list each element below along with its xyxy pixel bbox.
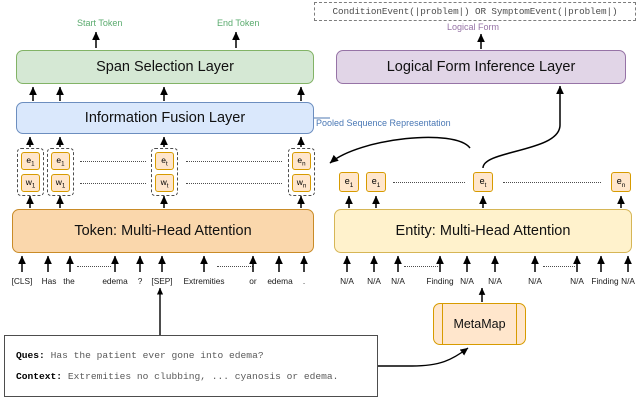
input-token: the	[63, 276, 75, 286]
logical-form-inference-layer[interactable]: Logical Form Inference Layer	[336, 50, 626, 84]
input-token: .	[302, 276, 306, 286]
ellipsis-dots	[217, 266, 253, 267]
token-embedding-e-text: et	[161, 154, 168, 168]
entity-token: N/A	[391, 276, 405, 286]
metamap-box[interactable]: MetaMap	[433, 303, 526, 345]
question-context-box: Ques: Has the patient ever gone into ede…	[4, 335, 378, 397]
metamap-label: MetaMap	[453, 317, 506, 331]
context-value: Extremities no clubbing, ... cyanosis or…	[67, 371, 339, 382]
input-token: edema	[102, 276, 128, 286]
token-multi-head-attention-layer[interactable]: Token: Multi-Head Attention	[12, 209, 314, 253]
question-key: Ques:	[16, 350, 45, 361]
token-embedding-e-text: en	[297, 154, 306, 168]
token-embedding-e: e1	[51, 152, 70, 170]
input-token: Extremities	[183, 276, 225, 286]
logical-form-expression-text: ConditionEvent(|problem|) OR SymptomEven…	[332, 6, 618, 17]
ellipsis-dots	[186, 161, 282, 162]
caption-pooled-sequence-representation: Pooled Sequence Representation	[316, 118, 451, 128]
entity-token: N/A	[570, 276, 584, 286]
entity-token: N/A	[528, 276, 542, 286]
ellipsis-dots	[393, 182, 465, 183]
entity-token: N/A	[488, 276, 502, 286]
ellipsis-dots	[80, 183, 146, 184]
entity-embedding: en	[611, 172, 631, 192]
logical-form-expression-box: ConditionEvent(|problem|) OR SymptomEven…	[314, 2, 636, 21]
ellipsis-dots	[404, 266, 438, 267]
caption-logical-form: Logical Form	[447, 22, 500, 32]
token-embedding-group	[17, 148, 44, 196]
token-embedding-group	[151, 148, 178, 196]
token-attention-label: Token: Multi-Head Attention	[74, 223, 252, 239]
span-selection-layer-label: Span Selection Layer	[96, 59, 234, 75]
token-embedding-group	[288, 148, 315, 196]
token-embedding-w-text: wt	[160, 176, 169, 190]
entity-embedding-text: e1	[371, 175, 381, 189]
caption-start-token: Start Token	[77, 18, 123, 28]
entity-token: N/A	[367, 276, 381, 286]
entity-token: Finding	[591, 276, 619, 286]
token-embedding-w: wt	[155, 174, 174, 192]
token-embedding-e: e1	[21, 152, 40, 170]
span-selection-layer[interactable]: Span Selection Layer	[16, 50, 314, 84]
token-embedding-group	[47, 148, 74, 196]
token-embedding-e-text: e1	[26, 154, 35, 168]
entity-token: N/A	[460, 276, 474, 286]
token-embedding-w: w1	[51, 174, 70, 192]
ellipsis-dots	[503, 182, 601, 183]
entity-token: N/A	[621, 276, 635, 286]
entity-embedding-text: et	[479, 175, 487, 189]
token-embedding-e-text: e1	[56, 154, 65, 168]
ellipsis-dots	[186, 183, 282, 184]
entity-embedding: et	[473, 172, 493, 192]
ellipsis-dots	[80, 161, 146, 162]
question-line: Ques: Has the patient ever gone into ede…	[16, 350, 366, 361]
input-token: or	[249, 276, 257, 286]
input-token: edema	[267, 276, 293, 286]
token-embedding-w: w1	[21, 174, 40, 192]
question-value: Has the patient ever gone into edema?	[50, 350, 264, 361]
token-embedding-w: wn	[292, 174, 311, 192]
information-fusion-layer[interactable]: Information Fusion Layer	[16, 102, 314, 134]
token-embedding-w-text: w1	[55, 176, 66, 190]
entity-embedding: e1	[339, 172, 359, 192]
input-token: [SEP]	[151, 276, 173, 286]
ellipsis-dots	[77, 266, 111, 267]
entity-multi-head-attention-layer[interactable]: Entity: Multi-Head Attention	[334, 209, 632, 253]
context-line: Context: Extremities no clubbing, ... cy…	[16, 371, 366, 382]
input-token: [CLS]	[11, 276, 33, 286]
entity-embedding-text: en	[616, 175, 626, 189]
token-embedding-w-text: wn	[296, 176, 307, 190]
entity-embedding: e1	[366, 172, 386, 192]
token-embedding-e: et	[155, 152, 174, 170]
ellipsis-dots	[543, 266, 575, 267]
information-fusion-layer-label: Information Fusion Layer	[84, 110, 246, 126]
input-token: Has	[41, 276, 57, 286]
entity-embedding-text: e1	[344, 175, 354, 189]
logical-form-inference-layer-label: Logical Form Inference Layer	[386, 59, 576, 75]
token-embedding-w-text: w1	[25, 176, 36, 190]
entity-token: N/A	[340, 276, 354, 286]
caption-end-token: End Token	[217, 18, 260, 28]
context-key: Context:	[16, 371, 63, 382]
entity-token: Finding	[426, 276, 454, 286]
input-token: ?	[137, 276, 143, 286]
token-embedding-e: en	[292, 152, 311, 170]
entity-attention-label: Entity: Multi-Head Attention	[395, 223, 571, 239]
